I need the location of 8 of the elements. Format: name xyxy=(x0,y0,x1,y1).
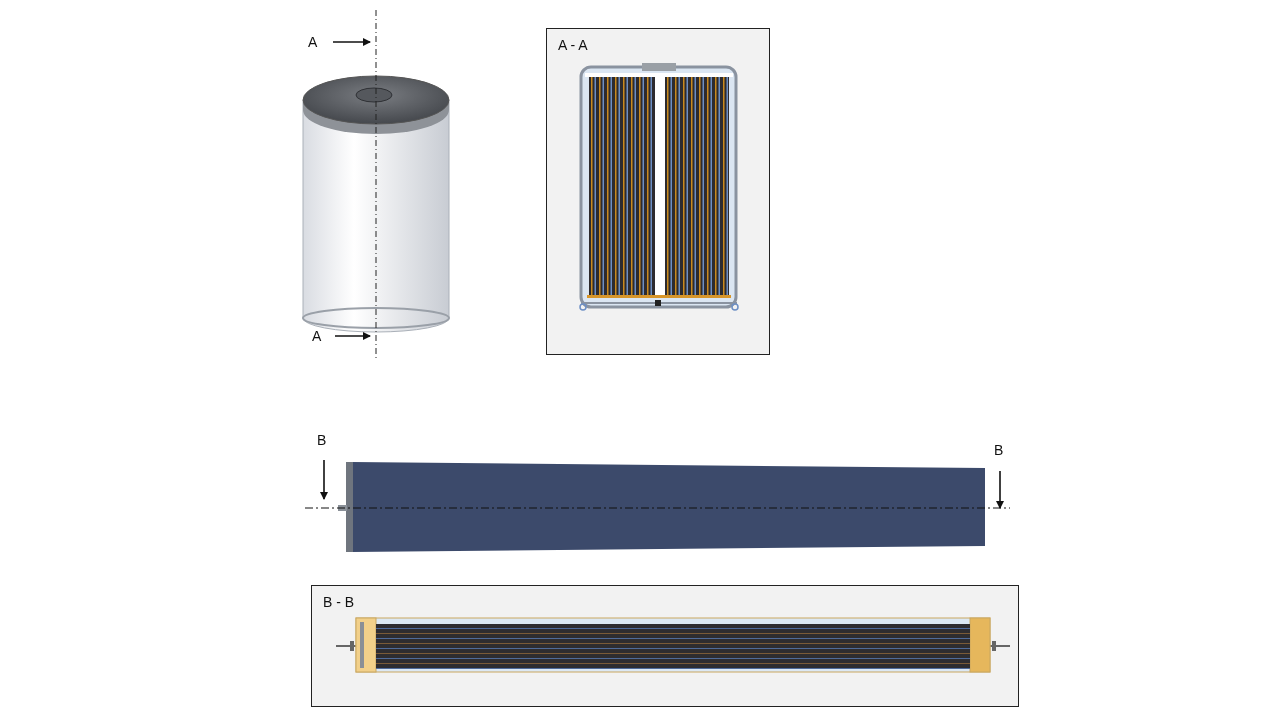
section-letter: A xyxy=(312,328,322,344)
section-view-panel xyxy=(311,585,1019,707)
section-letter: B xyxy=(317,432,327,448)
section-view-panel xyxy=(546,28,770,355)
section-letter: B xyxy=(994,442,1004,458)
section-letter: A xyxy=(308,34,318,50)
section-title: B - B xyxy=(323,594,355,610)
section-title: A - A xyxy=(558,37,588,53)
